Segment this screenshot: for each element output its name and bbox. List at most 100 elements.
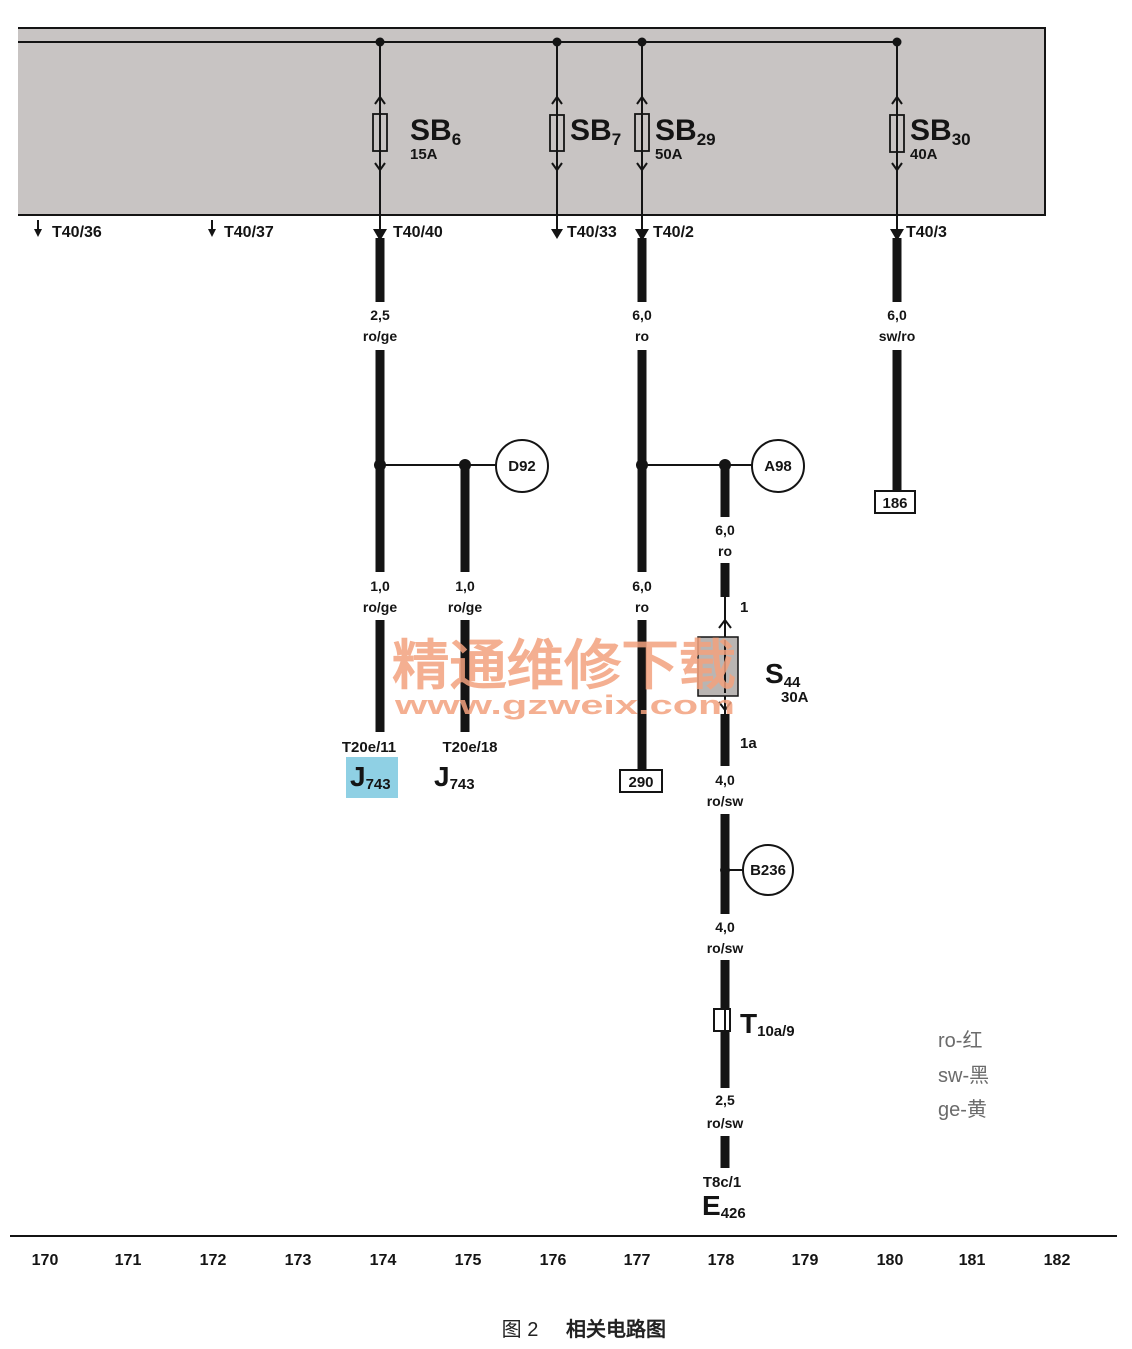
fuse-label-sub: 30 (952, 130, 971, 149)
connector-arrow-icon (373, 229, 387, 241)
fuse-label-main: S (765, 658, 784, 689)
endpoint-pin: T20e/18 (442, 739, 497, 756)
component-letter: J (350, 761, 366, 792)
fuse-label-sub: 7 (612, 130, 621, 149)
grid-number: 173 (285, 1252, 312, 1269)
pin-out-label: 1a (740, 735, 757, 752)
connector-t40-33: T40/33 (567, 224, 617, 241)
grid-number: 177 (624, 1252, 651, 1269)
connector-arrow-icon (208, 229, 216, 237)
wire-gauge: 1,0 (455, 578, 475, 594)
connector-label: T10a/9 (740, 1008, 795, 1040)
endpoint-pin: T8c/1 (703, 1174, 741, 1191)
endpoint-j743-pin11: T20e/11 J743 (342, 739, 398, 798)
connector-upper-mark (891, 95, 903, 105)
connector-t40-36: T40/36 (52, 224, 102, 241)
endpoint-e426: T8c/1 E426 (702, 1174, 746, 1222)
fuse-label-sub: 44 (784, 674, 801, 691)
connector-letter: T (740, 1008, 757, 1039)
wire-color: ro/ge (363, 328, 397, 344)
fuse-element (372, 113, 388, 152)
splice-circle (495, 439, 549, 493)
grid-number: 176 (540, 1252, 567, 1269)
endpoint-component: J743 (434, 761, 475, 793)
legend-item: ro-红 (938, 1029, 982, 1052)
connector-upper-mark (374, 95, 386, 105)
fuse-sb7: SB7 (549, 37, 621, 231)
fuse-element (634, 113, 650, 152)
fuse-label: SB6 (410, 114, 461, 149)
wire-gauge: 4,0 (715, 919, 735, 935)
wire-col177: 6,0 ro 6,0 ro 290 (619, 238, 663, 793)
component-number: 743 (366, 776, 391, 793)
fuse-sb29: SB29 50A (634, 37, 716, 231)
fuse-element (889, 114, 905, 153)
splice-label: A98 (764, 458, 792, 475)
wire-color: ro (635, 599, 649, 615)
wire-gauge: 2,5 (715, 1092, 735, 1108)
fuse-label-main: SB (655, 114, 697, 147)
fuse-label-sub: 6 (452, 130, 461, 149)
fuse-label-sub: 29 (697, 130, 716, 149)
fuse-box-border (18, 27, 1046, 216)
fuse-label: SB7 (570, 114, 621, 149)
grid-number: 175 (455, 1252, 482, 1269)
watermark-title: 精通维修下载 (392, 636, 736, 696)
wire-color: ro/sw (707, 793, 744, 809)
connector-lower-mark (718, 701, 732, 712)
wire-col180: 6,0 sw/ro 186 (874, 238, 916, 514)
component-number: 426 (721, 1205, 746, 1222)
endpoint-component: E426 (702, 1190, 746, 1222)
fuse-rating: 30A (781, 689, 809, 706)
fuse-s44: 1 S44 30A 1a (697, 597, 809, 752)
wire-col178: 6,0 ro 1 S44 30A 1a 4,0 ro/sw B236 4,0 (697, 465, 809, 1222)
fuse-rating: 50A (655, 146, 683, 163)
wire-gauge: 1,0 (370, 578, 390, 594)
page-ref-box (874, 490, 916, 514)
watermark-url: www.gzweix.com (393, 690, 735, 720)
connector-t10a: T10a/9 (713, 1008, 795, 1040)
page-ref-186: 186 (882, 495, 907, 512)
fuse-box (18, 27, 1046, 216)
color-legend: ro-红 sw-黑 ge-黄 (938, 1029, 989, 1121)
connector-upper-mark (718, 618, 732, 629)
fuse-label: SB29 (655, 114, 716, 149)
connector-t40-37: T40/37 (224, 224, 274, 241)
fuse-label-main: SB (570, 114, 612, 147)
wire-color: ro/ge (448, 599, 482, 615)
caption-title: 相关电路图 (566, 1317, 666, 1341)
wire-gauge: 6,0 (632, 307, 652, 323)
legend-item: ge-黄 (938, 1098, 987, 1121)
splice-b236: B236 (720, 844, 794, 896)
component-number: 743 (450, 776, 475, 793)
wire-gauge: 6,0 (887, 307, 907, 323)
splice-label: B236 (750, 862, 786, 879)
wire-gauge: 4,0 (715, 772, 735, 788)
legend-item: sw-黑 (938, 1065, 989, 1087)
fuse-label-main: SB (910, 114, 952, 147)
component-letter: J (434, 761, 450, 792)
connector-t40-2: T40/2 (653, 224, 694, 241)
fuse-label: S44 (765, 658, 801, 691)
connector-lower-mark (891, 162, 903, 172)
fuse-label: SB30 (910, 114, 971, 149)
endpoint-component: J743 (350, 761, 391, 793)
wire-color: ro/ge (363, 599, 397, 615)
splice-d92: D92 (374, 439, 549, 493)
caption-figure-number: 图 2 (502, 1319, 539, 1341)
connector-t40-40: T40/40 (393, 224, 443, 241)
junction-dot (374, 459, 386, 471)
connector-pin: 10a/9 (757, 1023, 795, 1040)
wire-gauge: 6,0 (632, 578, 652, 594)
grid-number: 174 (370, 1252, 397, 1269)
splice-a98: A98 (636, 439, 805, 493)
wire-color: ro (635, 328, 649, 344)
fuse-rating: 15A (410, 146, 438, 163)
page-ref-box (619, 769, 663, 793)
connector-upper-mark (551, 95, 563, 105)
endpoint-pin: T20e/11 (342, 739, 396, 756)
splice-circle (751, 439, 805, 493)
grid-number: 182 (1044, 1252, 1071, 1269)
connector-lower-mark (374, 162, 386, 172)
